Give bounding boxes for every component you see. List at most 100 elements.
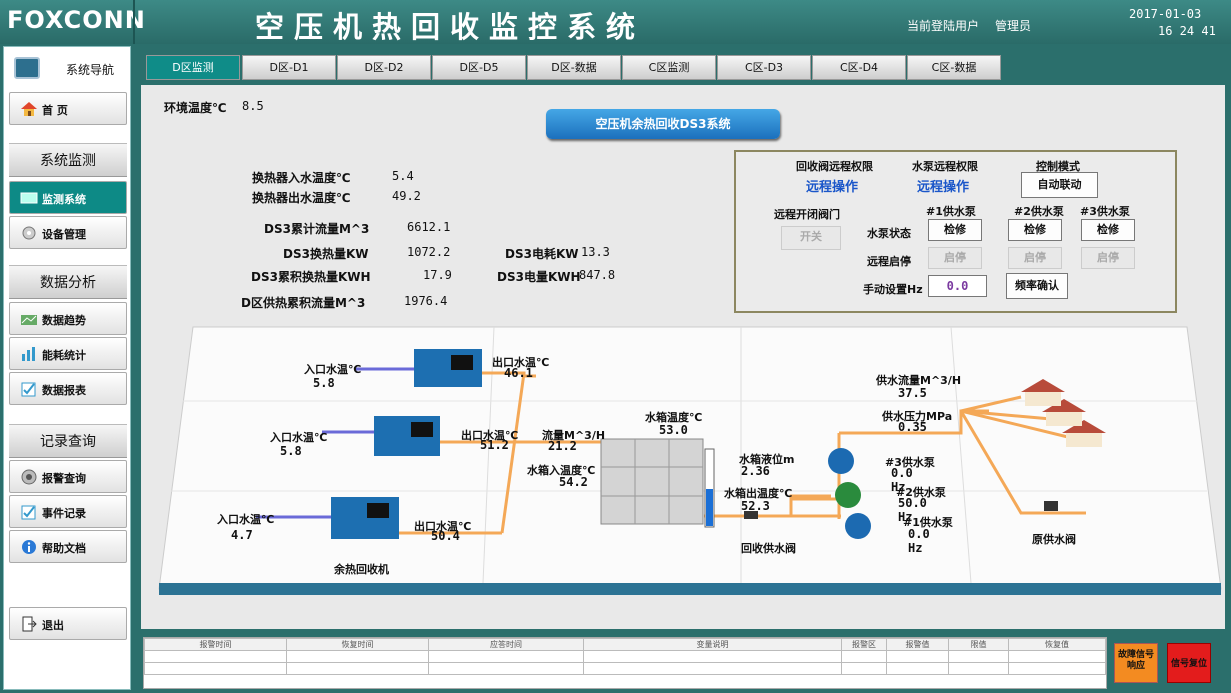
monitor-icon <box>20 192 38 204</box>
flow-value: 21.2 <box>548 439 577 453</box>
valve-switch-button[interactable]: 开关 <box>781 226 841 250</box>
tank-temp-value: 53.0 <box>659 423 688 437</box>
control-mode-label: 控制模式 <box>1036 160 1080 173</box>
sidebar-item-data-trend[interactable]: 数据趋势 <box>9 302 127 335</box>
gear-icon <box>22 226 36 240</box>
d-supply-acc-value: 1976.4 <box>404 294 448 308</box>
sidebar-item-home[interactable]: 首 页 <box>9 92 127 125</box>
pump3-start-button[interactable]: 启停 <box>1081 247 1135 269</box>
fault-signal-button[interactable]: 故障信号响应 <box>1114 643 1158 683</box>
ds3-heat-acc-value: 17.9 <box>423 268 452 282</box>
ds3-energy-value: 847.8 <box>579 268 616 282</box>
recovery-machine-label: 余热回收机 <box>334 563 389 576</box>
pump1-header: #1供水泵 <box>926 205 976 218</box>
col-alarm-time: 报警时间 <box>144 638 287 651</box>
pump3-header: #3供水泵 <box>1080 205 1130 218</box>
tab-d-d5[interactable]: D区-D5 <box>432 55 526 80</box>
control-panel: 回收阀远程权限 远程操作 水泵远程权限 远程操作 控制模式 自动联动 远程开闭阀… <box>734 150 1177 313</box>
hx-out-temp-label: 换热器出水温度℃ <box>252 191 351 205</box>
pump2-state-button[interactable]: 检修 <box>1008 219 1062 241</box>
sidebar-item-monitor-system[interactable]: 监测系统 <box>9 181 127 214</box>
c3-out-value: 50.4 <box>431 529 460 543</box>
tab-d-d2[interactable]: D区-D2 <box>337 55 431 80</box>
tank-in-label: 水箱入温度℃ <box>527 464 596 477</box>
tab-c-d4[interactable]: C区-D4 <box>812 55 906 80</box>
sidebar-item-help-doc[interactable]: 帮助文档 <box>9 530 127 563</box>
valve-perm-value: 远程操作 <box>806 180 859 195</box>
c1-in-label: 入口水温℃ <box>304 363 362 376</box>
process-floor <box>158 326 1222 595</box>
table-row[interactable] <box>144 650 1106 663</box>
tab-c-data[interactable]: C区-数据 <box>907 55 1001 80</box>
c2-out-value: 51.2 <box>480 438 509 452</box>
sidebar-item-data-report[interactable]: 数据报表 <box>9 372 127 405</box>
pump1-start-button[interactable]: 启停 <box>928 247 982 269</box>
sidebar-item-label: 事件记录 <box>42 507 86 520</box>
tank-temp-label: 水箱温度℃ <box>645 411 703 424</box>
header-divider <box>133 0 135 44</box>
energy-icon <box>22 347 35 361</box>
c1-in-value: 5.8 <box>313 376 335 390</box>
sidebar-item-alarm-query[interactable]: 报警查询 <box>9 460 127 493</box>
hx-out-temp-value: 49.2 <box>392 189 421 203</box>
navigation-icon <box>14 57 40 79</box>
sidebar-item-exit[interactable]: 退出 <box>9 607 127 640</box>
pump1-state-button[interactable]: 检修 <box>928 219 982 241</box>
sidebar-item-label: 帮助文档 <box>42 542 86 555</box>
col-ack-time: 应答时间 <box>428 638 584 651</box>
tank-in-value: 54.2 <box>559 475 588 489</box>
current-time: 16 24 41 <box>1158 24 1216 38</box>
ds3-flow-total-value: 6612.1 <box>407 220 451 234</box>
sidebar-item-label: 退出 <box>42 619 64 632</box>
table-row[interactable] <box>144 662 1106 675</box>
tank-level-value: 2.36 <box>741 464 770 478</box>
info-icon <box>22 540 36 554</box>
c3-in-value: 4.7 <box>231 528 253 542</box>
sidebar-item-device-mgmt[interactable]: 设备管理 <box>9 216 127 249</box>
pump2-start-button[interactable]: 启停 <box>1008 247 1062 269</box>
sidebar-item-label: 设备管理 <box>42 228 86 241</box>
compressor-1 <box>414 349 482 387</box>
pump3-state-button[interactable]: 检修 <box>1081 219 1135 241</box>
sidebar-item-label: 报警查询 <box>42 472 86 485</box>
sidebar-item-label: 监测系统 <box>42 193 86 206</box>
supply-flow-value: 37.5 <box>898 386 927 400</box>
env-temp-value: 8.5 <box>242 99 264 113</box>
speaker-icon <box>21 469 37 485</box>
tab-d-data[interactable]: D区-数据 <box>527 55 621 80</box>
ds3-energy-label: DS3电量KWH <box>497 270 581 284</box>
sidebar-item-label: 首 页 <box>42 104 68 117</box>
pump3-label: #3供水泵 <box>885 456 935 469</box>
manual-hz-input[interactable]: 0.0 <box>928 275 987 297</box>
section-system-monitor: 系统监测 <box>9 143 127 177</box>
pump2-hz: 50.0 Hz <box>898 496 927 524</box>
ds3-power-label: DS3电耗KW <box>505 247 579 261</box>
sidebar-item-label: 能耗统计 <box>42 349 86 362</box>
frequency-confirm-button[interactable]: 频率确认 <box>1006 273 1068 299</box>
tab-d-monitor[interactable]: D区监测 <box>146 55 240 80</box>
pump-perm-value: 远程操作 <box>917 180 970 195</box>
auto-link-button[interactable]: 自动联动 <box>1021 172 1098 198</box>
pump2-header: #2供水泵 <box>1014 205 1064 218</box>
system-title: 空压机热回收监控系统 <box>255 10 646 44</box>
ds3-power-value: 13.3 <box>581 245 610 259</box>
section-data-analysis: 数据分析 <box>9 265 127 299</box>
d-supply-acc-label: D区供热累积流量M^3 <box>241 296 366 310</box>
signal-reset-button[interactable]: 信号复位 <box>1167 643 1211 683</box>
current-user-label: 当前登陆用户 <box>907 19 980 33</box>
hx-in-temp-value: 5.4 <box>392 169 414 183</box>
pump-state-label: 水泵状态 <box>867 227 911 240</box>
c2-in-label: 入口水温℃ <box>270 431 328 444</box>
alarm-header-row: 报警时间 恢复时间 应答时间 变量说明 报警区 报警值 限值 恢复值 <box>144 638 1106 651</box>
sidebar-item-energy-stat[interactable]: 能耗统计 <box>9 337 127 370</box>
pump-perm-label: 水泵远程权限 <box>912 160 978 173</box>
sidebar-item-event-record[interactable]: 事件记录 <box>9 495 127 528</box>
tab-d-d1[interactable]: D区-D1 <box>242 55 336 80</box>
remote-start-label: 远程启停 <box>867 255 911 268</box>
col-alarm-zone: 报警区 <box>841 638 887 651</box>
alarm-table: 报警时间 恢复时间 应答时间 变量说明 报警区 报警值 限值 恢复值 <box>143 637 1107 689</box>
report-icon <box>21 382 36 397</box>
tab-c-d3[interactable]: C区-D3 <box>717 55 811 80</box>
sidebar-item-label: 数据报表 <box>42 384 86 397</box>
tab-c-monitor[interactable]: C区监测 <box>622 55 716 80</box>
